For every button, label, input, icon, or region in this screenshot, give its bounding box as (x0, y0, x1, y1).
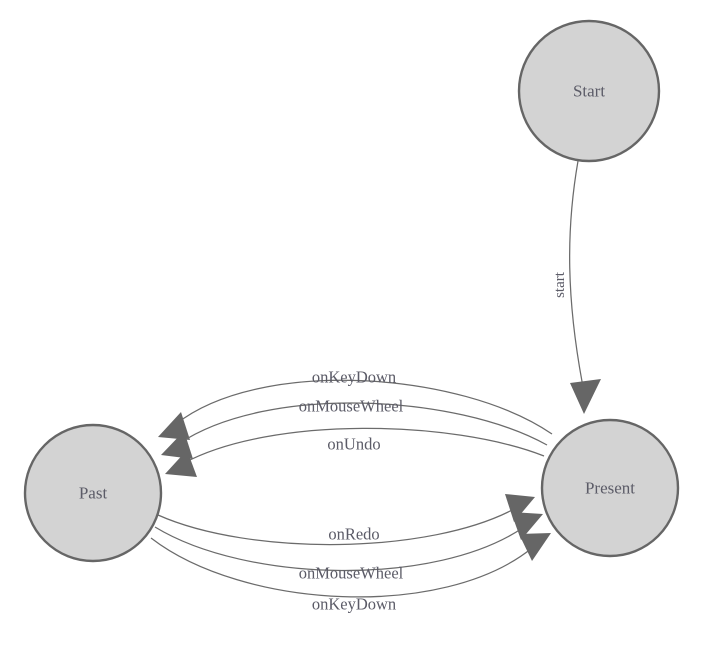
node-present-circle[interactable] (540, 418, 680, 558)
edge-path-past-to-present-onredo[interactable] (157, 507, 517, 546)
node-past-label: Past (79, 484, 108, 503)
node-past-circle[interactable] (23, 423, 163, 563)
node-past[interactable]: Past (23, 423, 163, 563)
edge-group-past-present-3[interactable] (150, 533, 551, 598)
edge-label-past-present-onredo: onRedo (328, 525, 379, 544)
edge-path-present-to-past-onkeydown[interactable] (175, 379, 553, 435)
edge-path-present-to-past-onmousewheel[interactable] (179, 402, 548, 446)
arrowhead-present-to-past-onundo (165, 450, 197, 477)
edge-path-past-to-present-onmousewheel[interactable] (154, 526, 525, 572)
arrowhead-past-to-present-onkeydown (519, 533, 551, 561)
edge-label-present-past-onkeydown: onKeyDown (312, 368, 396, 387)
arrowhead-past-to-present-onmousewheel (511, 512, 543, 540)
edge-group-present-past-3[interactable] (165, 427, 545, 477)
arrowhead-present-to-past-onkeydown (158, 412, 190, 440)
edge-group-start-present[interactable] (569, 160, 601, 414)
edge-group-present-past-2[interactable] (161, 402, 548, 459)
edge-group-past-present-2[interactable] (154, 512, 543, 572)
edge-label-present-past-onmousewheel: onMouseWheel (299, 397, 404, 416)
edge-group-present-past-1[interactable] (158, 379, 553, 440)
node-start-label: Start (573, 82, 605, 101)
edge-label-past-present-onmousewheel: onMouseWheel (299, 564, 404, 583)
edge-label-past-present-onkeydown: onKeyDown (312, 595, 396, 614)
node-present-label: Present (585, 479, 635, 498)
edge-path-past-to-present-onkeydown[interactable] (150, 537, 533, 598)
arrowhead-present-to-past-onmousewheel (161, 431, 193, 459)
edge-label-present-past-onundo: onUndo (327, 435, 380, 454)
edge-label-start: start (552, 271, 568, 298)
node-start-circle[interactable] (517, 19, 661, 163)
node-start[interactable]: Start (517, 19, 661, 163)
edge-path-present-to-past-onundo[interactable] (183, 427, 545, 464)
edge-path-start-to-present[interactable] (569, 160, 585, 393)
node-present[interactable]: Present (540, 418, 680, 558)
arrowhead-start-to-present (570, 379, 601, 414)
